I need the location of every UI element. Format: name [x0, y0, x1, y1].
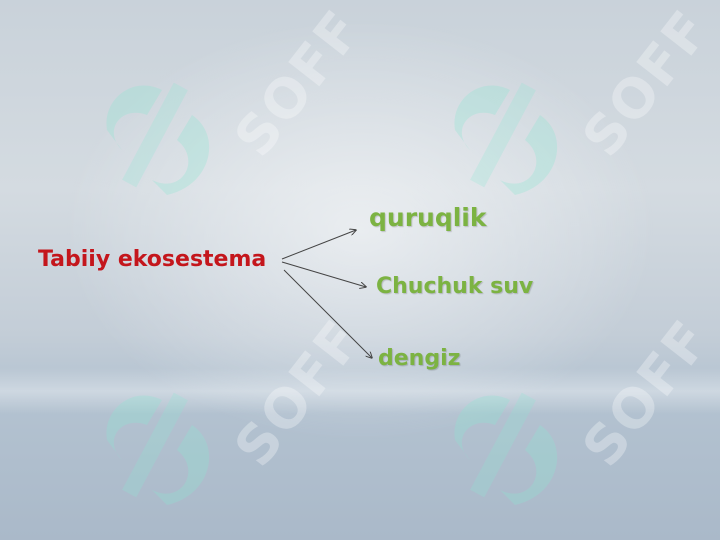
branch-label-quruqlik: quruqlik [369, 203, 487, 232]
watermark-logo: SOFF [440, 308, 720, 530]
soff-logo-icon [454, 82, 558, 195]
watermark-logo: SOFF [92, 0, 374, 220]
branch-label-dengiz: dengiz [378, 346, 461, 371]
arrow-to-dengiz [283, 269, 372, 358]
soff-logo-icon [106, 392, 210, 505]
watermark-logo: SOFF [440, 0, 720, 220]
arrow-to-chuchuk-suv [281, 261, 366, 287]
root-node-label: Tabiiy ekosestema [38, 247, 267, 272]
soff-logo-icon [454, 392, 558, 505]
background-highlight-band [0, 368, 720, 414]
branch-label-chuchuk-suv: Chuchuk suv [376, 274, 534, 299]
watermark-logo: SOFF [92, 308, 374, 530]
soff-logo-icon [106, 82, 210, 195]
arrow-to-quruqlik [281, 230, 356, 260]
